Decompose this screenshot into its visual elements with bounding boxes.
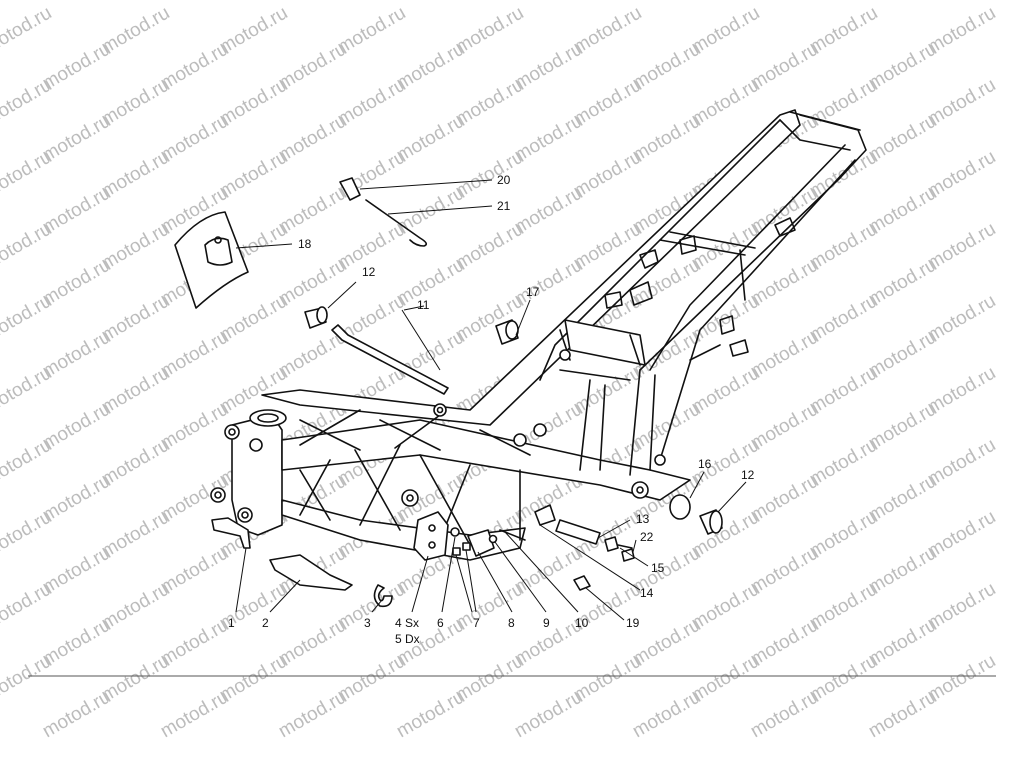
part-11-bolt xyxy=(331,324,449,395)
callout-19: 19 xyxy=(626,616,640,630)
part-4-5-bracket xyxy=(413,511,449,561)
part-10-bolt xyxy=(499,529,526,541)
part-21-hook xyxy=(365,199,428,247)
part-7-nut xyxy=(452,547,461,556)
part-16-bush xyxy=(669,494,691,520)
part-15-bolt xyxy=(604,536,619,552)
callout-22: 22 xyxy=(640,530,654,544)
part-22-bolt xyxy=(621,548,635,562)
part-1-bracket xyxy=(211,517,251,549)
callout-14: 14 xyxy=(640,586,654,600)
callout-21: 21 xyxy=(497,199,511,213)
callout-9: 9 xyxy=(543,616,550,630)
part-3-clamp xyxy=(373,584,393,608)
callout-17: 17 xyxy=(526,285,540,299)
part-13-spacer xyxy=(555,519,601,545)
callout-11: 11 xyxy=(417,298,430,312)
callout-16: 16 xyxy=(698,457,712,471)
callout-18: 18 xyxy=(298,237,312,251)
callout-8: 8 xyxy=(508,616,515,630)
frame-tubes xyxy=(231,109,867,561)
mount-bosses xyxy=(210,349,666,523)
callout-12-a: 12 xyxy=(362,265,376,279)
callout-12-b: 12 xyxy=(741,468,755,482)
callout-7: 7 xyxy=(473,616,480,630)
callout-13: 13 xyxy=(636,512,650,526)
callout-5: 5 Dx xyxy=(395,632,420,646)
part-9-washer xyxy=(488,534,498,544)
leader-lines xyxy=(235,179,747,621)
part-6-washer xyxy=(450,527,460,537)
callout-labels: 1 2 3 4 Sx 5 Dx 6 7 8 9 10 11 12 12 13 1… xyxy=(228,173,755,646)
callout-4: 4 Sx xyxy=(395,616,419,630)
callout-6: 6 xyxy=(437,616,444,630)
callout-20: 20 xyxy=(497,173,511,187)
callout-1: 1 xyxy=(228,616,235,630)
part-8-bracket xyxy=(467,529,495,557)
part-19-nut xyxy=(573,575,591,591)
part-2-plate xyxy=(269,554,353,591)
callout-2: 2 xyxy=(262,616,269,630)
part-20-grommet xyxy=(339,177,361,201)
part-18-label xyxy=(174,211,249,309)
callout-10: 10 xyxy=(575,616,589,630)
callout-15: 15 xyxy=(651,561,665,575)
callout-3: 3 xyxy=(364,616,371,630)
